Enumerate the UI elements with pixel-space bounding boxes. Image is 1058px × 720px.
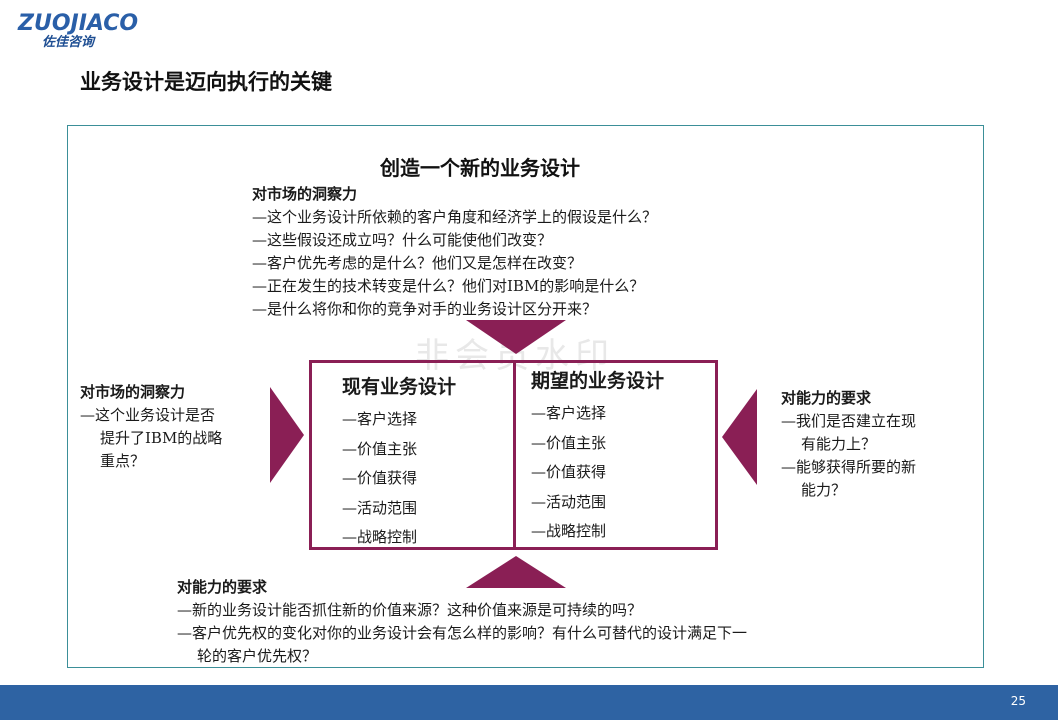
left-text-block: 对市场的洞察力 —这个业务设计是否 提升了IBM的战略 重点？ (80, 381, 222, 473)
bottom-block-heading: 对能力的要求 (177, 578, 268, 596)
desired-design-item: —价值主张 (531, 433, 607, 452)
right-block-line: 能力？ (801, 481, 847, 499)
top-block-line: —这些假设还成立吗？什么可能使他们改变？ (252, 231, 553, 249)
arrow-right-icon (270, 387, 304, 483)
bottom-text-block: 对能力的要求 —新的业务设计能否抓住新的价值来源？这种价值来源是可持续的吗？ —… (177, 576, 747, 668)
right-block-line: —能够获得所要的新 (781, 458, 917, 476)
desired-design-item: —客户选择 (531, 404, 607, 422)
left-block-line: 重点？ (100, 452, 146, 470)
right-block-heading: 对能力的要求 (781, 389, 872, 407)
center-title: 创造一个新的业务设计 (380, 156, 580, 180)
top-block-line: —客户优先考虑的是什么？他们又是怎样在改变？ (252, 254, 583, 272)
top-text-block: 对市场的洞察力 —这个业务设计所依赖的客户角度和经济学上的假设是什么？ —这些假… (252, 183, 657, 321)
current-design-column: 现有业务设计 —客户选择 —价值主张 —价值获得 —活动范围 —战略控制 (342, 372, 456, 553)
current-design-item: —价值获得 (342, 469, 418, 487)
top-block-line: —这个业务设计所依赖的客户角度和经济学上的假设是什么？ (252, 208, 658, 226)
top-block-line: —是什么将你和你的竞争对手的业务设计区分开来？ (252, 300, 598, 318)
left-block-line: —这个业务设计是否 (80, 406, 216, 424)
content-frame (67, 125, 984, 668)
box-divider (513, 360, 516, 550)
bottom-block-line: —新的业务设计能否抓住新的价值来源？这种价值来源是可持续的吗？ (177, 601, 643, 619)
current-design-item: —战略控制 (342, 528, 418, 546)
desired-design-column: 期望的业务设计 —客户选择 —价值主张 —价值获得 —活动范围 —战略控制 (531, 366, 664, 547)
right-block-line: —我们是否建立在现 (781, 412, 917, 430)
slide-title: 业务设计是迈向执行的关键 (80, 69, 332, 94)
top-block-line: —正在发生的技术转变是什么？他们对IBM的影响是什么？ (252, 277, 645, 295)
logo-wordmark: ZUOJIACO (18, 11, 139, 36)
bottom-block-line: 轮的客户优先权？ (197, 647, 318, 665)
desired-design-item: —战略控制 (531, 522, 607, 540)
current-design-item: —价值主张 (342, 439, 418, 458)
current-design-item: —活动范围 (342, 498, 418, 517)
arrow-down-icon (466, 320, 566, 354)
footer-bar: 25 (0, 685, 1058, 720)
logo: ZUOJIACO 佐佳咨询 (18, 12, 138, 50)
top-block-heading: 对市场的洞察力 (252, 185, 358, 203)
page-number: 25 (1010, 694, 1026, 708)
current-design-title: 现有业务设计 (342, 376, 457, 398)
right-block-line: 有能力上？ (801, 435, 877, 453)
desired-design-item: —价值获得 (531, 463, 607, 481)
left-block-line: 提升了IBM的战略 (100, 429, 223, 447)
desired-design-title: 期望的业务设计 (531, 370, 665, 392)
left-block-heading: 对市场的洞察力 (80, 383, 186, 401)
bottom-block-line: —客户优先权的变化对你的业务设计会有怎么样的影响？有什么可替代的设计满足下一 (177, 624, 748, 642)
current-design-item: —客户选择 (342, 410, 418, 428)
arrow-up-icon (466, 556, 566, 588)
desired-design-item: —活动范围 (531, 492, 607, 511)
right-text-block: 对能力的要求 —我们是否建立在现 有能力上？ —能够获得所要的新 能力？ (781, 387, 916, 502)
arrow-left-icon (722, 389, 757, 485)
logo-subtitle: 佐佳咨询 (42, 35, 95, 50)
